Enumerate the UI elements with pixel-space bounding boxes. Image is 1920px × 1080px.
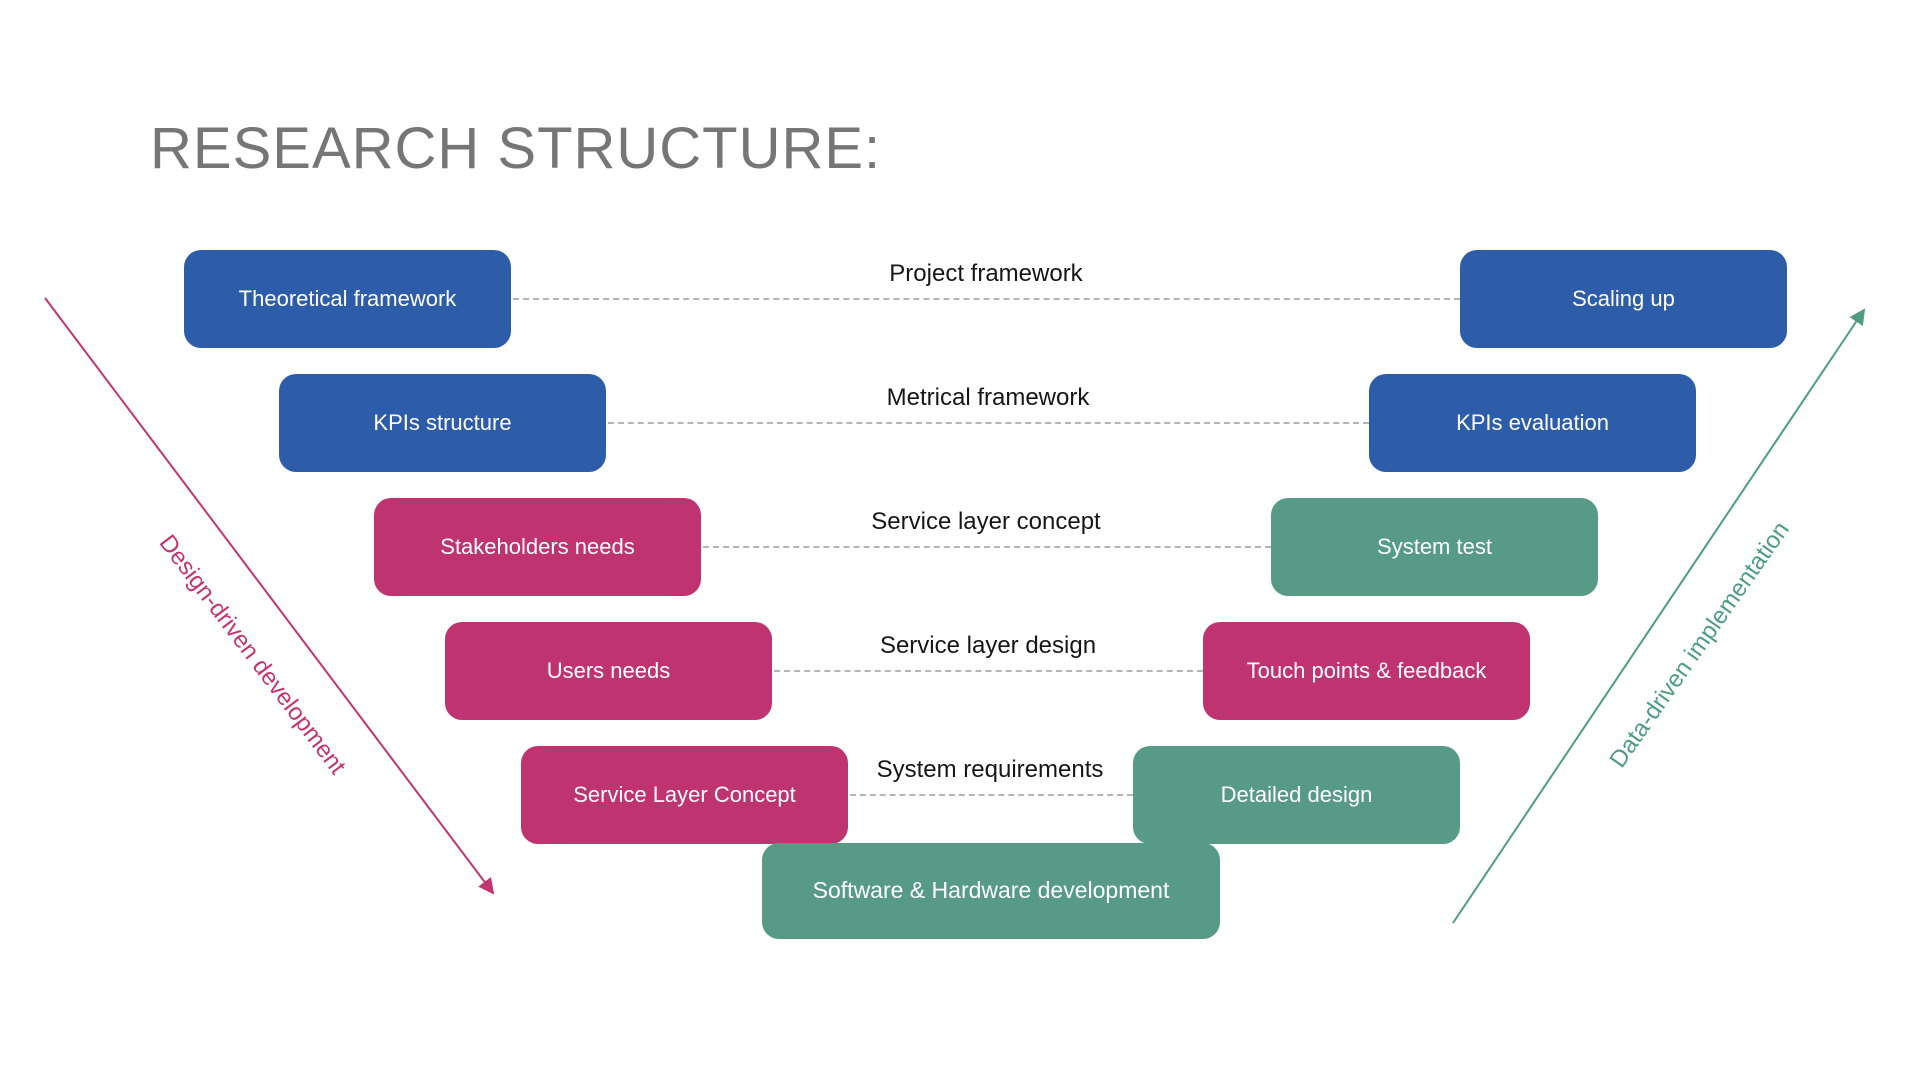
connector-row-3 (703, 546, 1271, 548)
page-title: RESEARCH STRUCTURE: (150, 115, 882, 181)
node-scaling-up: Scaling up (1460, 250, 1787, 348)
node-system-test: System test (1271, 498, 1598, 596)
design-driven-development-label: Design-driven development (153, 529, 352, 780)
connector-label-system-requirements: System requirements (876, 756, 1104, 783)
connector-label-metrical-framework: Metrical framework (886, 384, 1090, 411)
connector-label-service-layer-design: Service layer design (879, 632, 1097, 659)
node-stakeholders-needs: Stakeholders needs (374, 498, 701, 596)
node-theoretical-framework: Theoretical framework (184, 250, 511, 348)
node-kpis-evaluation: KPIs evaluation (1369, 374, 1696, 472)
node-detailed-design: Detailed design (1133, 746, 1460, 844)
node-kpis-structure: KPIs structure (279, 374, 606, 472)
connector-row-1 (513, 298, 1460, 300)
node-software-hardware-development: Software & Hardware development (762, 843, 1220, 939)
data-driven-implementation-label: Data-driven implementation (1604, 516, 1795, 773)
connector-label-service-layer-concept: Service layer concept (871, 508, 1101, 535)
connector-label-project-framework: Project framework (889, 260, 1083, 287)
node-users-needs: Users needs (445, 622, 772, 720)
connector-row-4 (774, 670, 1203, 672)
connector-row-5 (850, 794, 1133, 796)
node-touch-points-feedback: Touch points & feedback (1203, 622, 1530, 720)
node-service-layer-concept: Service Layer Concept (521, 746, 848, 844)
connector-row-2 (608, 422, 1369, 424)
